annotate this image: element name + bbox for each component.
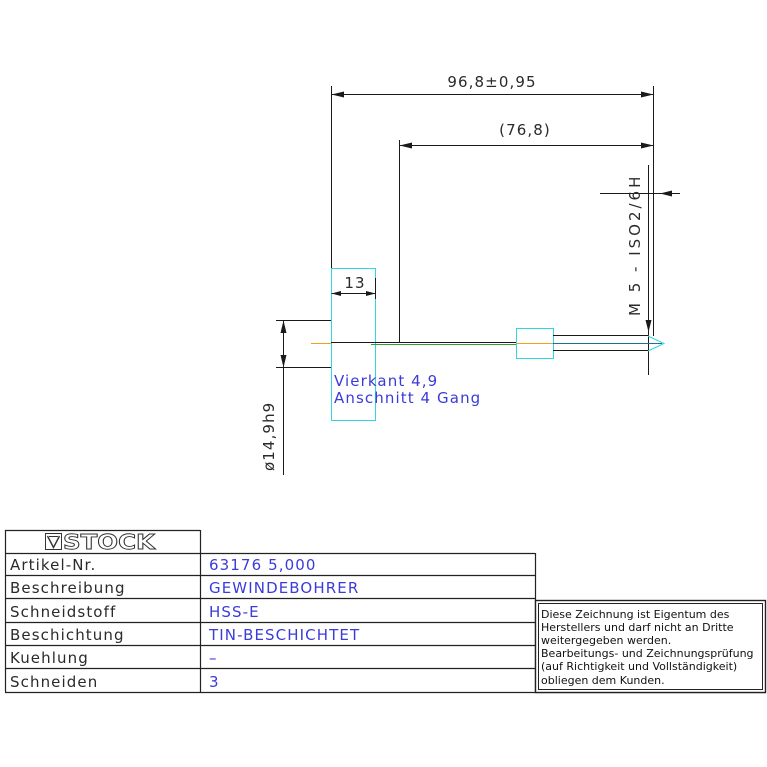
part-view: 96,8±0,95 (76,8) 13 ø14,9h9 <box>260 73 680 475</box>
row-value-cutting-material: HSS-E <box>209 603 260 621</box>
arrowhead-left <box>399 142 412 149</box>
square-length-label: 13 <box>344 274 365 292</box>
shank-length-dimension: (76,8) <box>399 121 654 343</box>
logo-emblem-v <box>46 535 61 550</box>
arrowhead-right <box>366 291 376 296</box>
diameter-dimension: ø14,9h9 <box>260 320 331 475</box>
overall-length-dimension: 96,8±0,95 <box>331 73 654 342</box>
thread-dimension: M 5 - ISO2/6H <box>600 165 680 375</box>
row-label-coating: Beschichtung <box>10 626 125 644</box>
logo-emblem <box>45 533 62 550</box>
row-label-description: Beschreibung <box>10 579 126 597</box>
notice-box: Diese Zeichnung ist Eigentum des Herstel… <box>534 599 767 694</box>
overall-length-label: 96,8±0,95 <box>447 73 536 91</box>
notice-line: weitergegeben werden. <box>541 634 671 647</box>
row-value-article-no: 63176 5,000 <box>209 556 317 574</box>
company-logo: STOCK <box>45 530 157 554</box>
arrowhead-left <box>331 91 344 98</box>
notice-line: Bearbeitungs- und Zeichnungsprüfung <box>541 647 754 660</box>
shank-length-label: (76,8) <box>499 121 551 139</box>
arrowhead-left <box>331 291 341 296</box>
notice-outer-border <box>534 599 767 694</box>
notice-line: (auf Richtigkeit und Vollständigkeit) <box>541 660 737 673</box>
row-value-description: GEWINDEBOHRER <box>209 579 359 597</box>
row-label-cooling: Kuehlung <box>10 649 89 667</box>
thread-label: M 5 - ISO2/6H <box>626 174 644 316</box>
logo-wordmark: STOCK <box>63 530 157 554</box>
row-label-article-no: Artikel-Nr. <box>10 556 96 574</box>
notice-inner-border <box>538 603 763 690</box>
arrowhead-top <box>280 320 287 333</box>
row-label-cutting-material: Schneidstoff <box>10 603 116 621</box>
tap-tip <box>647 335 666 352</box>
notice-line: obliegen dem Kunden. <box>541 674 665 687</box>
row-value-coating: TIN-BESCHICHTET <box>208 626 360 644</box>
row-value-flutes: 3 <box>209 673 220 691</box>
row-value-cooling: – <box>209 649 218 667</box>
arrowhead-right <box>641 91 654 98</box>
title-block: STOCK Artikel-Nr. 63176 5,000 Beschreibu… <box>4 530 766 694</box>
diameter-label: ø14,9h9 <box>260 402 278 471</box>
arrowhead-thread-tip <box>645 320 652 332</box>
square-note: Vierkant 4,9 <box>334 372 438 390</box>
tap-body <box>311 328 666 359</box>
arrowhead-thread <box>660 190 672 197</box>
arrowhead-right <box>641 142 654 149</box>
arrowhead-bottom <box>280 355 287 368</box>
row-label-flutes: Schneiden <box>10 673 98 691</box>
notice-line: Diese Zeichnung ist Eigentum des <box>541 608 730 621</box>
chamfer-note: Anschnitt 4 Gang <box>334 389 481 407</box>
notice-line: Herstellers und darf nicht an Dritte <box>541 621 734 634</box>
